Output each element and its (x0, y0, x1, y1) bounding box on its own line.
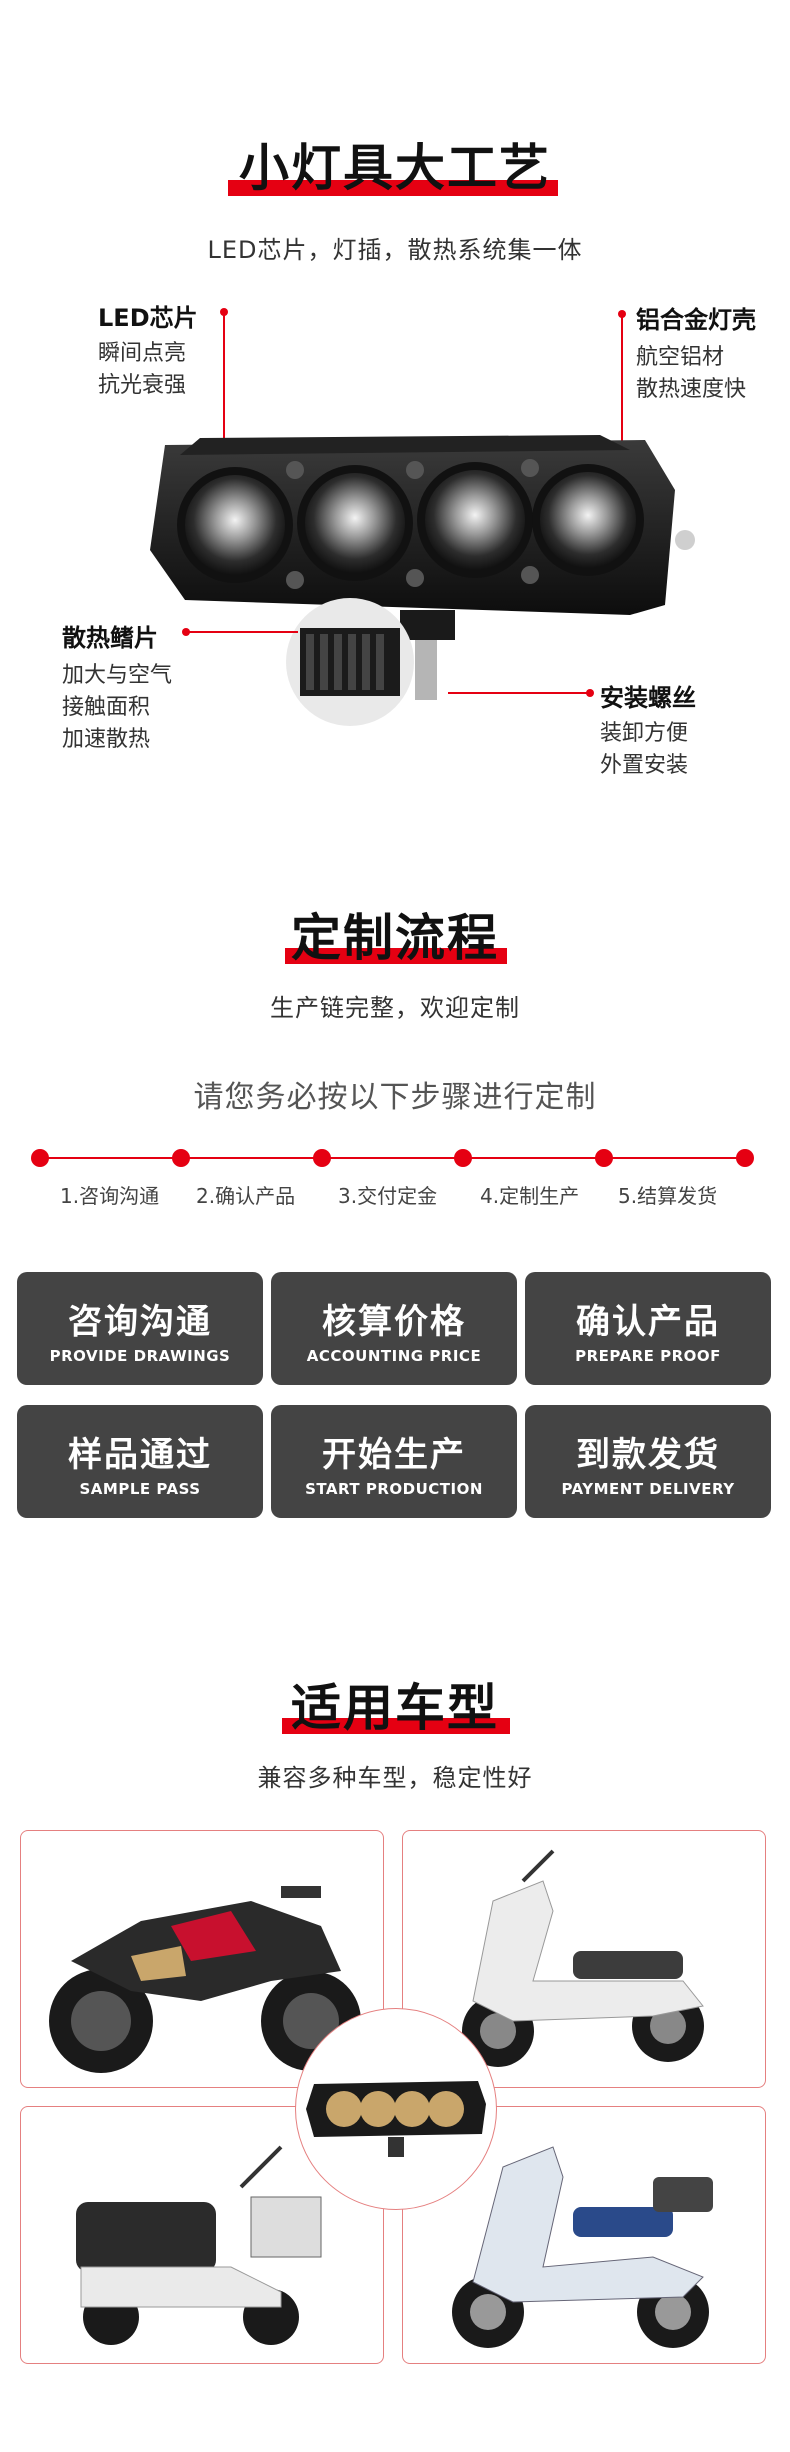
section2-subtitle: 生产链完整，欢迎定制 (270, 994, 520, 1022)
feature-led-title: LED芯片 (98, 304, 198, 332)
title-underline (228, 180, 558, 196)
step-dot (454, 1149, 472, 1167)
steps-line (40, 1157, 750, 1159)
process-card: 开始生产 START PRODUCTION (271, 1405, 517, 1518)
feature-screw-desc: 装卸方便 外置安装 (600, 721, 689, 778)
section1-title: 小灯具大工艺 (239, 139, 551, 197)
step-label: 2.确认产品 (196, 1184, 296, 1208)
step-label: 3.交付定金 (338, 1184, 438, 1208)
step-dot (595, 1149, 613, 1167)
feature-led-line (223, 314, 225, 474)
heat-fin-icon (300, 628, 400, 696)
feature-housing-dot (618, 310, 626, 318)
feature-screw-title: 安装螺丝 (600, 684, 696, 712)
process-card: 核算价格 ACCOUNTING PRICE (271, 1272, 517, 1385)
section3-subtitle: 兼容多种车型，稳定性好 (257, 1764, 533, 1792)
section3-title-wrap: 适用车型 (0, 1668, 790, 1740)
step-label: 4.定制生产 (480, 1184, 580, 1208)
feature-screw-dot (586, 689, 594, 697)
lamp-mini-image (306, 2081, 486, 2157)
step-dot (172, 1149, 190, 1167)
section1-subtitle: LED芯片，灯插，散热系统集一体 (207, 236, 583, 264)
feature-housing-title: 铝合金灯壳 (636, 306, 756, 334)
feature-screw-line (448, 692, 588, 694)
step-label: 5.结算发货 (618, 1184, 718, 1208)
custom-instruction: 请您务必按以下步骤进行定制 (193, 1080, 597, 1115)
feature-fins-desc: 加大与空气 接触面积 加速散热 (62, 663, 173, 752)
step-dot (736, 1149, 754, 1167)
lamp-product-image (150, 435, 695, 700)
feature-led-dot (220, 308, 228, 316)
ebike-image (452, 2146, 713, 2348)
feature-fins-line (188, 631, 298, 633)
step-dot (313, 1149, 331, 1167)
section1-title-wrap: 小灯具大工艺 (0, 128, 790, 200)
process-card: 咨询沟通 PROVIDE DRAWINGS (17, 1272, 263, 1385)
section2-title-wrap: 定制流程 (0, 898, 790, 970)
process-card: 到款发货 PAYMENT DELIVERY (525, 1405, 771, 1518)
heat-fin-inset (286, 598, 414, 726)
tricycle-image (76, 2145, 322, 2345)
process-card: 样品通过 SAMPLE PASS (17, 1405, 263, 1518)
section3-title: 适用车型 (291, 1679, 499, 1737)
feature-fins-dot (182, 628, 190, 636)
feature-fins-title: 散热鳍片 (62, 624, 158, 652)
title-underline (282, 1718, 510, 1734)
section2-title: 定制流程 (291, 909, 499, 967)
process-card: 确认产品 PREPARE PROOF (525, 1272, 771, 1385)
title-underline (285, 948, 507, 964)
feature-housing-desc: 航空铝材 散热速度快 (636, 345, 747, 402)
step-dot (31, 1149, 49, 1167)
feature-led-desc: 瞬间点亮 抗光衰强 (98, 341, 187, 398)
motorcycle-image (49, 1886, 361, 2073)
step-label: 1.咨询沟通 (60, 1184, 160, 1208)
center-lamp-circle (295, 2008, 497, 2210)
scooter-image (462, 1849, 704, 2067)
feature-housing-line (621, 316, 623, 456)
